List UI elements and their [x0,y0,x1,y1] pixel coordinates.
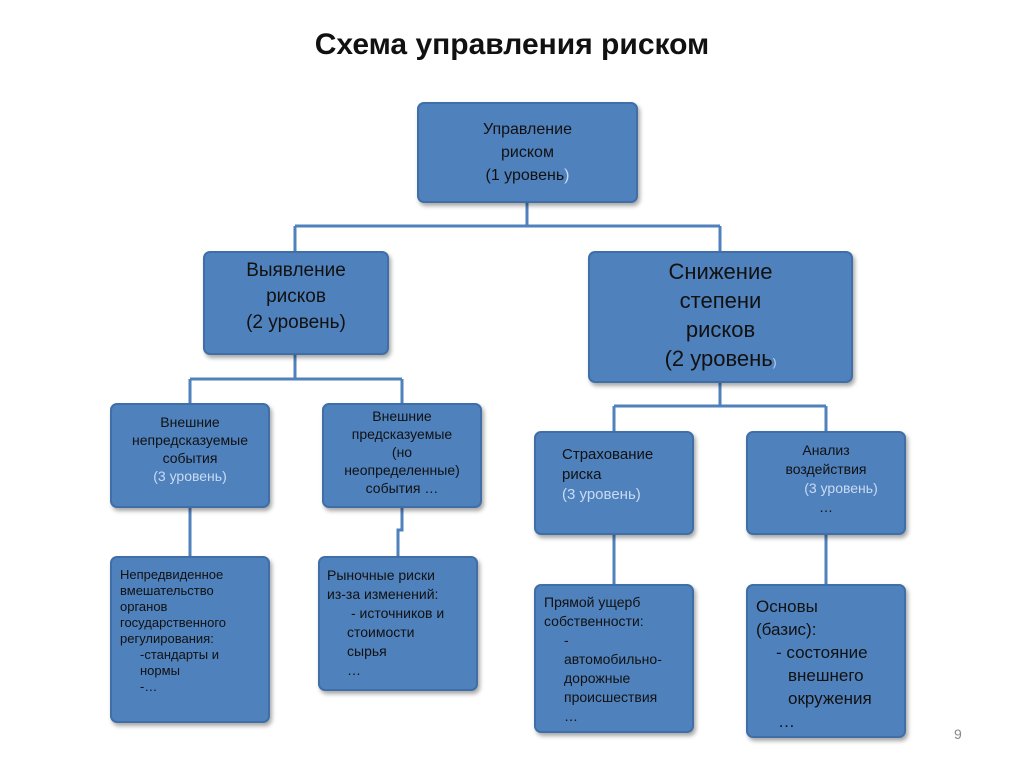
node-text: автомобильно- [564,651,662,667]
node-text: (но [391,443,413,460]
node-text: сырья [347,643,387,659]
node-impact-analysis: Анализ воздействия (3 уровень) … [746,431,906,535]
node-text: степени [679,287,762,313]
node-external-predictable: Внешние предсказуемые (но неопределенные… [322,403,482,508]
node-market-risks: Рыночные риски из-за изменений: - источн… [318,556,478,691]
node-text: Анализ [802,442,850,458]
node-text: - [564,632,569,648]
node-text: -стандарты и [140,647,219,662]
node-text: органов [120,599,168,614]
node-text: регулирования: [120,631,214,646]
node-text: Основы [756,597,818,616]
node-text: неопределенные) [344,461,460,478]
node-level-text: (3 уровень) [804,480,878,496]
node-text: (базис): [756,620,817,639]
node-text: - состояние [776,643,868,662]
node-text: вмешательство [120,583,214,598]
node-insurance: Страхование риска (3 уровень) [534,431,694,535]
node-text: … [347,662,361,678]
node-text: воздействия [785,461,867,477]
node-level-text: (3 уровень) [562,486,641,503]
node-risk-identification: Выявление рисков (2 уровень) [203,251,389,355]
node-external-unpredictable: Внешние непредсказуемые события (3 урове… [110,403,270,508]
node-text: окружения [788,689,872,708]
node-risk-management: Управление риском (1 уровень) [417,102,638,203]
node-text: … [819,499,833,515]
node-text: нормы [140,663,180,678]
node-text: Управление [483,121,572,138]
node-text: рисков [266,286,326,307]
node-text: происшествия [564,689,658,705]
node-text: внешнего [788,666,864,685]
node-text: риском [501,144,554,161]
node-level-text: (2 уровень) [664,345,777,371]
node-government-intervention: Непредвиденное вмешательство органов гос… [110,556,270,723]
node-text: предсказуемые [351,425,453,442]
node-text: Страхование [562,446,654,463]
node-text: Выявление [246,260,346,281]
node-text: … [778,712,795,731]
node-text: дорожные [564,670,631,686]
node-text: риска [562,466,602,483]
node-level-text: (3 уровень) [153,467,227,484]
node-text: собственности: [544,613,644,629]
node-level-text: (2 уровень) [246,312,346,333]
node-text: Непредвиденное [120,567,224,582]
node-text: события [162,449,218,466]
node-text: рисков [685,316,756,342]
node-text: Внешние [372,407,432,424]
node-text: непредсказуемые [132,431,248,448]
node-text: -… [140,679,158,694]
node-text: - источников и [351,605,445,621]
node-level-text: (1 уровень) [485,167,570,184]
node-text: Прямой ущерб [544,594,641,610]
node-text: Снижение [668,258,773,284]
node-text: … [564,708,578,724]
node-text: государственного [120,615,227,630]
node-text: Рыночные риски [327,567,435,583]
node-text: стоимости [347,624,415,640]
slide-title: Схема управления риском [314,28,710,61]
page-number: 9 [954,726,962,742]
node-text: события … [365,479,439,496]
node-text: Внешние [160,413,220,430]
node-risk-reduction: Снижение степени рисков (2 уровень) [588,251,853,383]
node-text: из-за изменений: [327,586,439,602]
node-property-damage: Прямой ущерб собственности: - автомобиль… [534,584,694,733]
node-basis-environment: Основы (базис): - состояние внешнего окр… [746,584,906,738]
